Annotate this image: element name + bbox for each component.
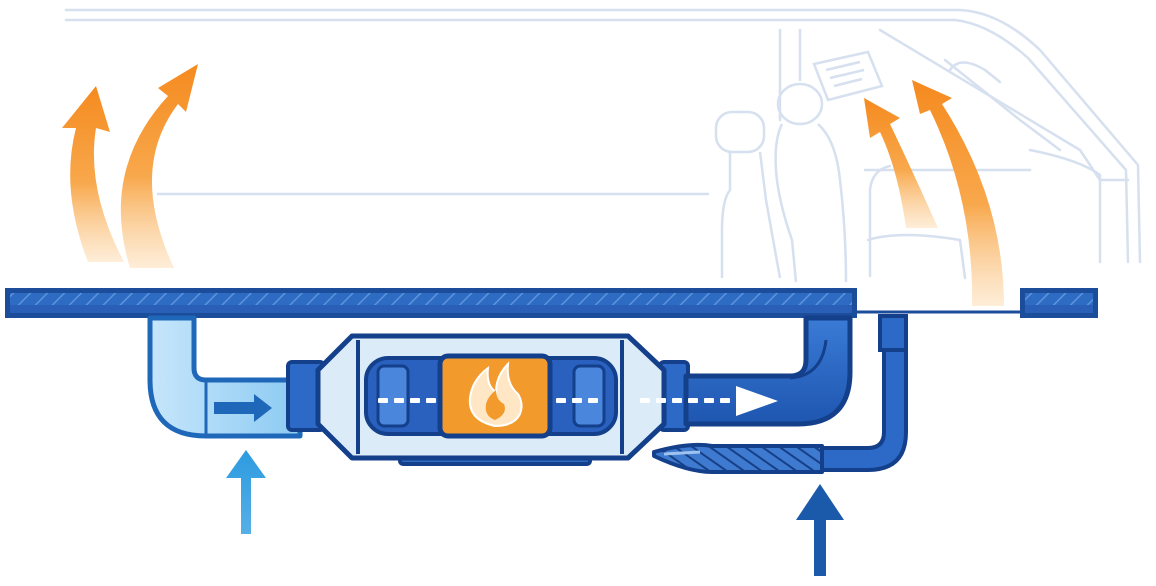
curved-heat-arrow-icon [62, 86, 124, 262]
vehicle-body-outline [64, 8, 1142, 280]
curved-heat-arrow-icon [120, 64, 198, 268]
cold-air-inlet-pipe [147, 315, 303, 439]
seat-icon [714, 110, 782, 279]
right-arrow-icon [736, 386, 778, 416]
muffler-icon [652, 442, 824, 474]
heat-rising-left [62, 64, 198, 268]
curved-heat-arrow-icon [864, 98, 938, 228]
heater-unit [286, 333, 690, 466]
flow-dots [378, 398, 598, 403]
document-icon [812, 50, 884, 102]
heat-rising-right [864, 80, 1004, 306]
up-arrow-icon [226, 450, 266, 534]
flow-dots [640, 398, 730, 403]
warm-air-outlet-pipe [640, 315, 853, 427]
right-arrow-icon [214, 394, 272, 422]
up-arrow-icon [796, 484, 844, 576]
seat-icon [774, 82, 848, 283]
vehicle-floor [5, 288, 1098, 318]
exhaust-system [652, 314, 908, 474]
curved-heat-arrow-icon [912, 80, 1004, 306]
